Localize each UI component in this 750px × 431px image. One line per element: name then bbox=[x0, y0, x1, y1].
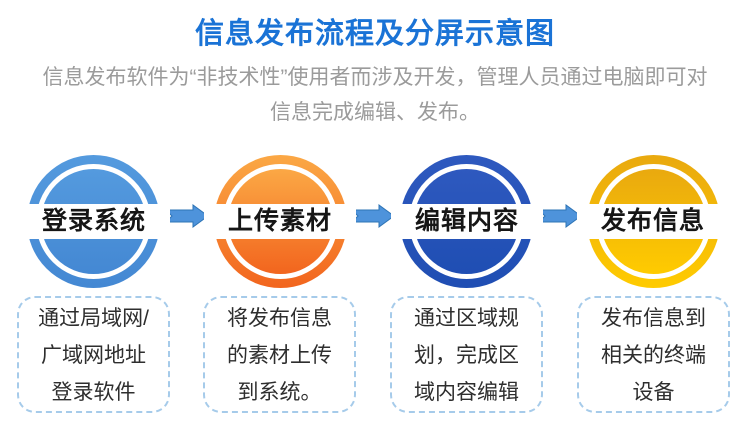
desc-line: 发布信息到 bbox=[601, 307, 706, 330]
subtitle-line-2: 信息完成编辑、发布。 bbox=[270, 101, 480, 124]
subtitle-line-1: 信息发布软件为“非技术性”使用者而涉及开发，管理人员通过电脑即可对 bbox=[42, 66, 708, 89]
desc-line: 广域网地址 bbox=[41, 344, 146, 367]
desc-line: 通过局域网/ bbox=[38, 307, 149, 330]
step-desc-box-edit: 通过区域规 划，完成区 域内容编辑 bbox=[390, 296, 543, 413]
desc-line: 设备 bbox=[632, 381, 675, 404]
desc-line: 划，完成区 bbox=[414, 344, 519, 367]
flow-arrow-icon-2 bbox=[351, 204, 395, 228]
desc-line: 域内容编辑 bbox=[414, 381, 519, 404]
step-desc-box-upload: 将发布信息 的素材上传 到系统。 bbox=[203, 296, 356, 413]
flow-arrow-icon-1 bbox=[165, 204, 209, 228]
page-subtitle: 信息发布软件为“非技术性”使用者而涉及开发，管理人员通过电脑即可对信息完成编辑、… bbox=[0, 60, 750, 130]
desc-line: 的素材上传 bbox=[227, 344, 332, 367]
desc-line: 通过区域规 bbox=[414, 307, 519, 330]
desc-line: 到系统。 bbox=[237, 381, 322, 404]
desc-line: 相关的终端 bbox=[601, 344, 706, 367]
page-title: 信息发布流程及分屏示意图 bbox=[194, 18, 555, 50]
step-label-edit: 编辑内容 bbox=[391, 204, 543, 239]
desc-line: 登录软件 bbox=[51, 381, 136, 404]
step-label-upload: 上传素材 bbox=[204, 204, 356, 239]
step-desc-box-publish: 发布信息到 相关的终端 设备 bbox=[577, 296, 730, 413]
desc-line: 将发布信息 bbox=[227, 307, 332, 330]
step-desc-box-login: 通过局域网/ 广域网地址 登录软件 bbox=[17, 296, 170, 413]
step-label-login: 登录系统 bbox=[18, 204, 170, 239]
step-label-publish: 发布信息 bbox=[577, 204, 729, 239]
flow-arrow-icon-3 bbox=[538, 204, 582, 228]
